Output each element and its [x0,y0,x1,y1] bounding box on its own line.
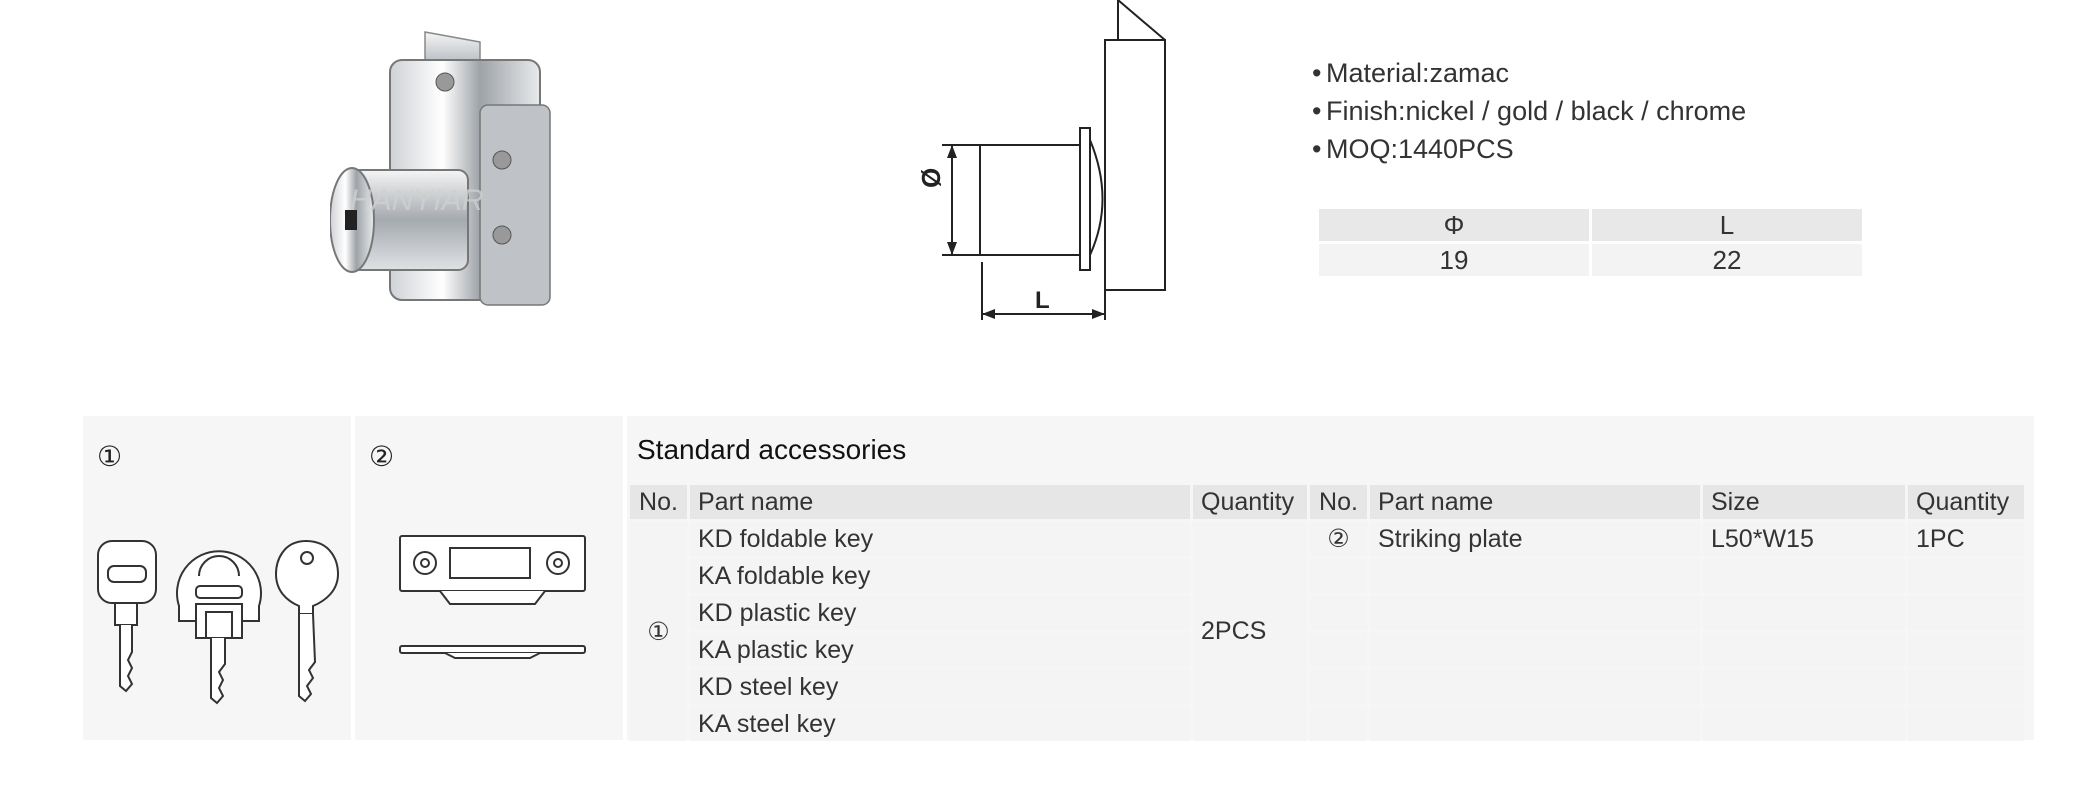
empty-cell [1703,633,1905,667]
header-size: Size [1703,485,1905,519]
group2-part-name: Striking plate [1370,522,1700,556]
bullet: • [1312,96,1322,126]
material-text: Material:zamac [1326,58,1510,88]
header-part-name: Part name [690,485,1190,519]
part-name: KA steel key [690,707,1190,741]
empty-cell [1310,670,1367,704]
group2-quantity: 1PC [1908,522,2024,556]
striking-plate-illustration [399,535,586,659]
spec-finish: •Finish:nickel / gold / black / chrome [1312,92,1746,130]
header-part-name: Part name [1370,485,1700,519]
header-no: No. [630,485,687,519]
technical-drawing: Ø L [916,0,1166,320]
group2-number: ② [1310,522,1367,556]
part-name: KD foldable key [690,522,1190,556]
table-header-row: No. Part name Quantity No. Part name Siz… [630,485,2024,519]
table-row: KA steel key [630,707,2024,741]
empty-cell [1310,596,1367,630]
empty-cell [1310,559,1367,593]
table-row: KD steel key [630,670,2024,704]
empty-cell [1370,707,1700,741]
standard-accessories: Standard accessories No. Part name Quant… [627,416,2034,741]
diameter-label: Ø [916,168,946,188]
group1-quantity: 2PCS [1193,522,1307,741]
part-name: KA foldable key [690,559,1190,593]
header-quantity: Quantity [1193,485,1307,519]
empty-cell [1370,596,1700,630]
plate-panel-label: ② [369,441,395,472]
product-photo: HANYIAR [330,31,551,306]
dim-value-diameter: 19 [1319,244,1589,276]
table-row: KA plastic key [630,633,2024,667]
empty-cell [1908,633,2024,667]
empty-cell [1310,633,1367,667]
empty-cell [1370,633,1700,667]
empty-cell [1908,670,2024,704]
header-quantity: Quantity [1908,485,2024,519]
spec-material: •Material:zamac [1312,54,1746,92]
group1-number: ① [630,522,687,741]
keys-panel: ① [83,416,351,740]
empty-cell [1703,707,1905,741]
dim-value-length: 22 [1592,244,1862,276]
empty-cell [1703,670,1905,704]
accessories-table: No. Part name Quantity No. Part name Siz… [627,482,2027,744]
keys-panel-label: ① [97,441,123,472]
group2-size: L50*W15 [1703,522,1905,556]
empty-cell [1908,559,2024,593]
length-label: L [1035,287,1050,314]
bullet: • [1312,134,1322,164]
empty-cell [1370,670,1700,704]
photo-watermark: HANYIAR [350,184,483,217]
header-no: No. [1310,485,1367,519]
table-row: KA foldable key [630,559,2024,593]
spec-moq: •MOQ:1440PCS [1312,130,1746,168]
accessories-title: Standard accessories [637,434,907,465]
empty-cell [1703,596,1905,630]
empty-cell [1703,559,1905,593]
table-row: KD plastic key [630,596,2024,630]
part-name: KD plastic key [690,596,1190,630]
dim-header-length: L [1592,209,1862,241]
moq-text: MOQ:1440PCS [1326,134,1514,164]
plate-panel: ② [355,416,623,740]
empty-cell [1908,596,2024,630]
bullet: • [1312,58,1322,88]
dim-header-diameter: Φ [1319,209,1589,241]
part-name: KA plastic key [690,633,1190,667]
empty-cell [1908,707,2024,741]
spec-list: •Material:zamac •Finish:nickel / gold / … [1312,54,1746,168]
empty-cell [1310,707,1367,741]
table-row: ① KD foldable key 2PCS ② Striking plate … [630,522,2024,741]
empty-cell [1370,559,1700,593]
part-name: KD steel key [690,670,1190,704]
dimension-table: Φ L 19 22 [1316,206,1865,279]
keys-illustration [97,539,340,705]
finish-text: Finish:nickel / gold / black / chrome [1326,96,1747,126]
